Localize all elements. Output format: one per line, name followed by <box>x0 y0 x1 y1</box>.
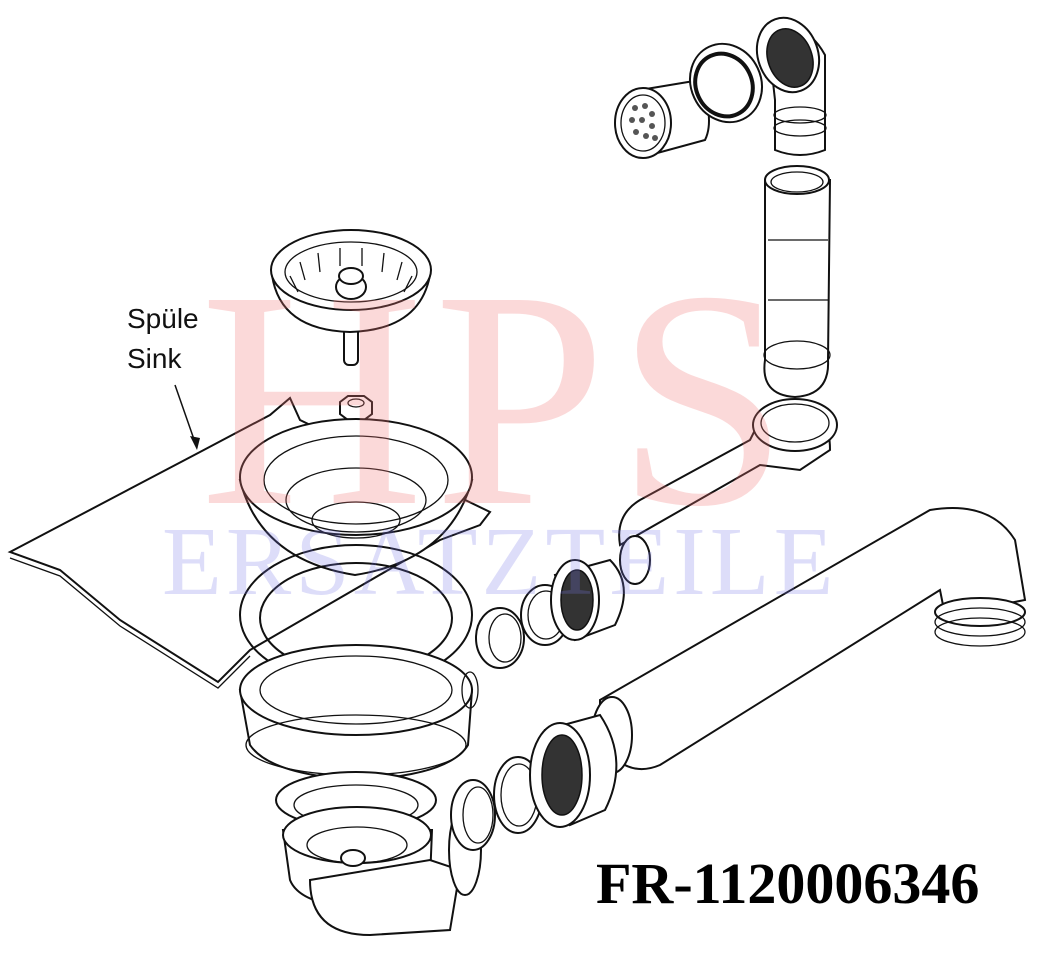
drain-body <box>238 644 482 937</box>
label-spuele: Spüle <box>127 303 199 334</box>
overflow-pipe <box>618 165 838 585</box>
overflow-head-parts <box>614 16 827 159</box>
drain-pipe <box>591 507 1027 774</box>
label-sink: Sink <box>127 343 182 374</box>
overflow-connector-parts <box>475 558 625 669</box>
strainer-basket <box>270 229 432 366</box>
part-number: FR-1120006346 <box>596 851 980 916</box>
sink-flange <box>238 418 474 577</box>
drain-connector-parts <box>450 713 618 851</box>
